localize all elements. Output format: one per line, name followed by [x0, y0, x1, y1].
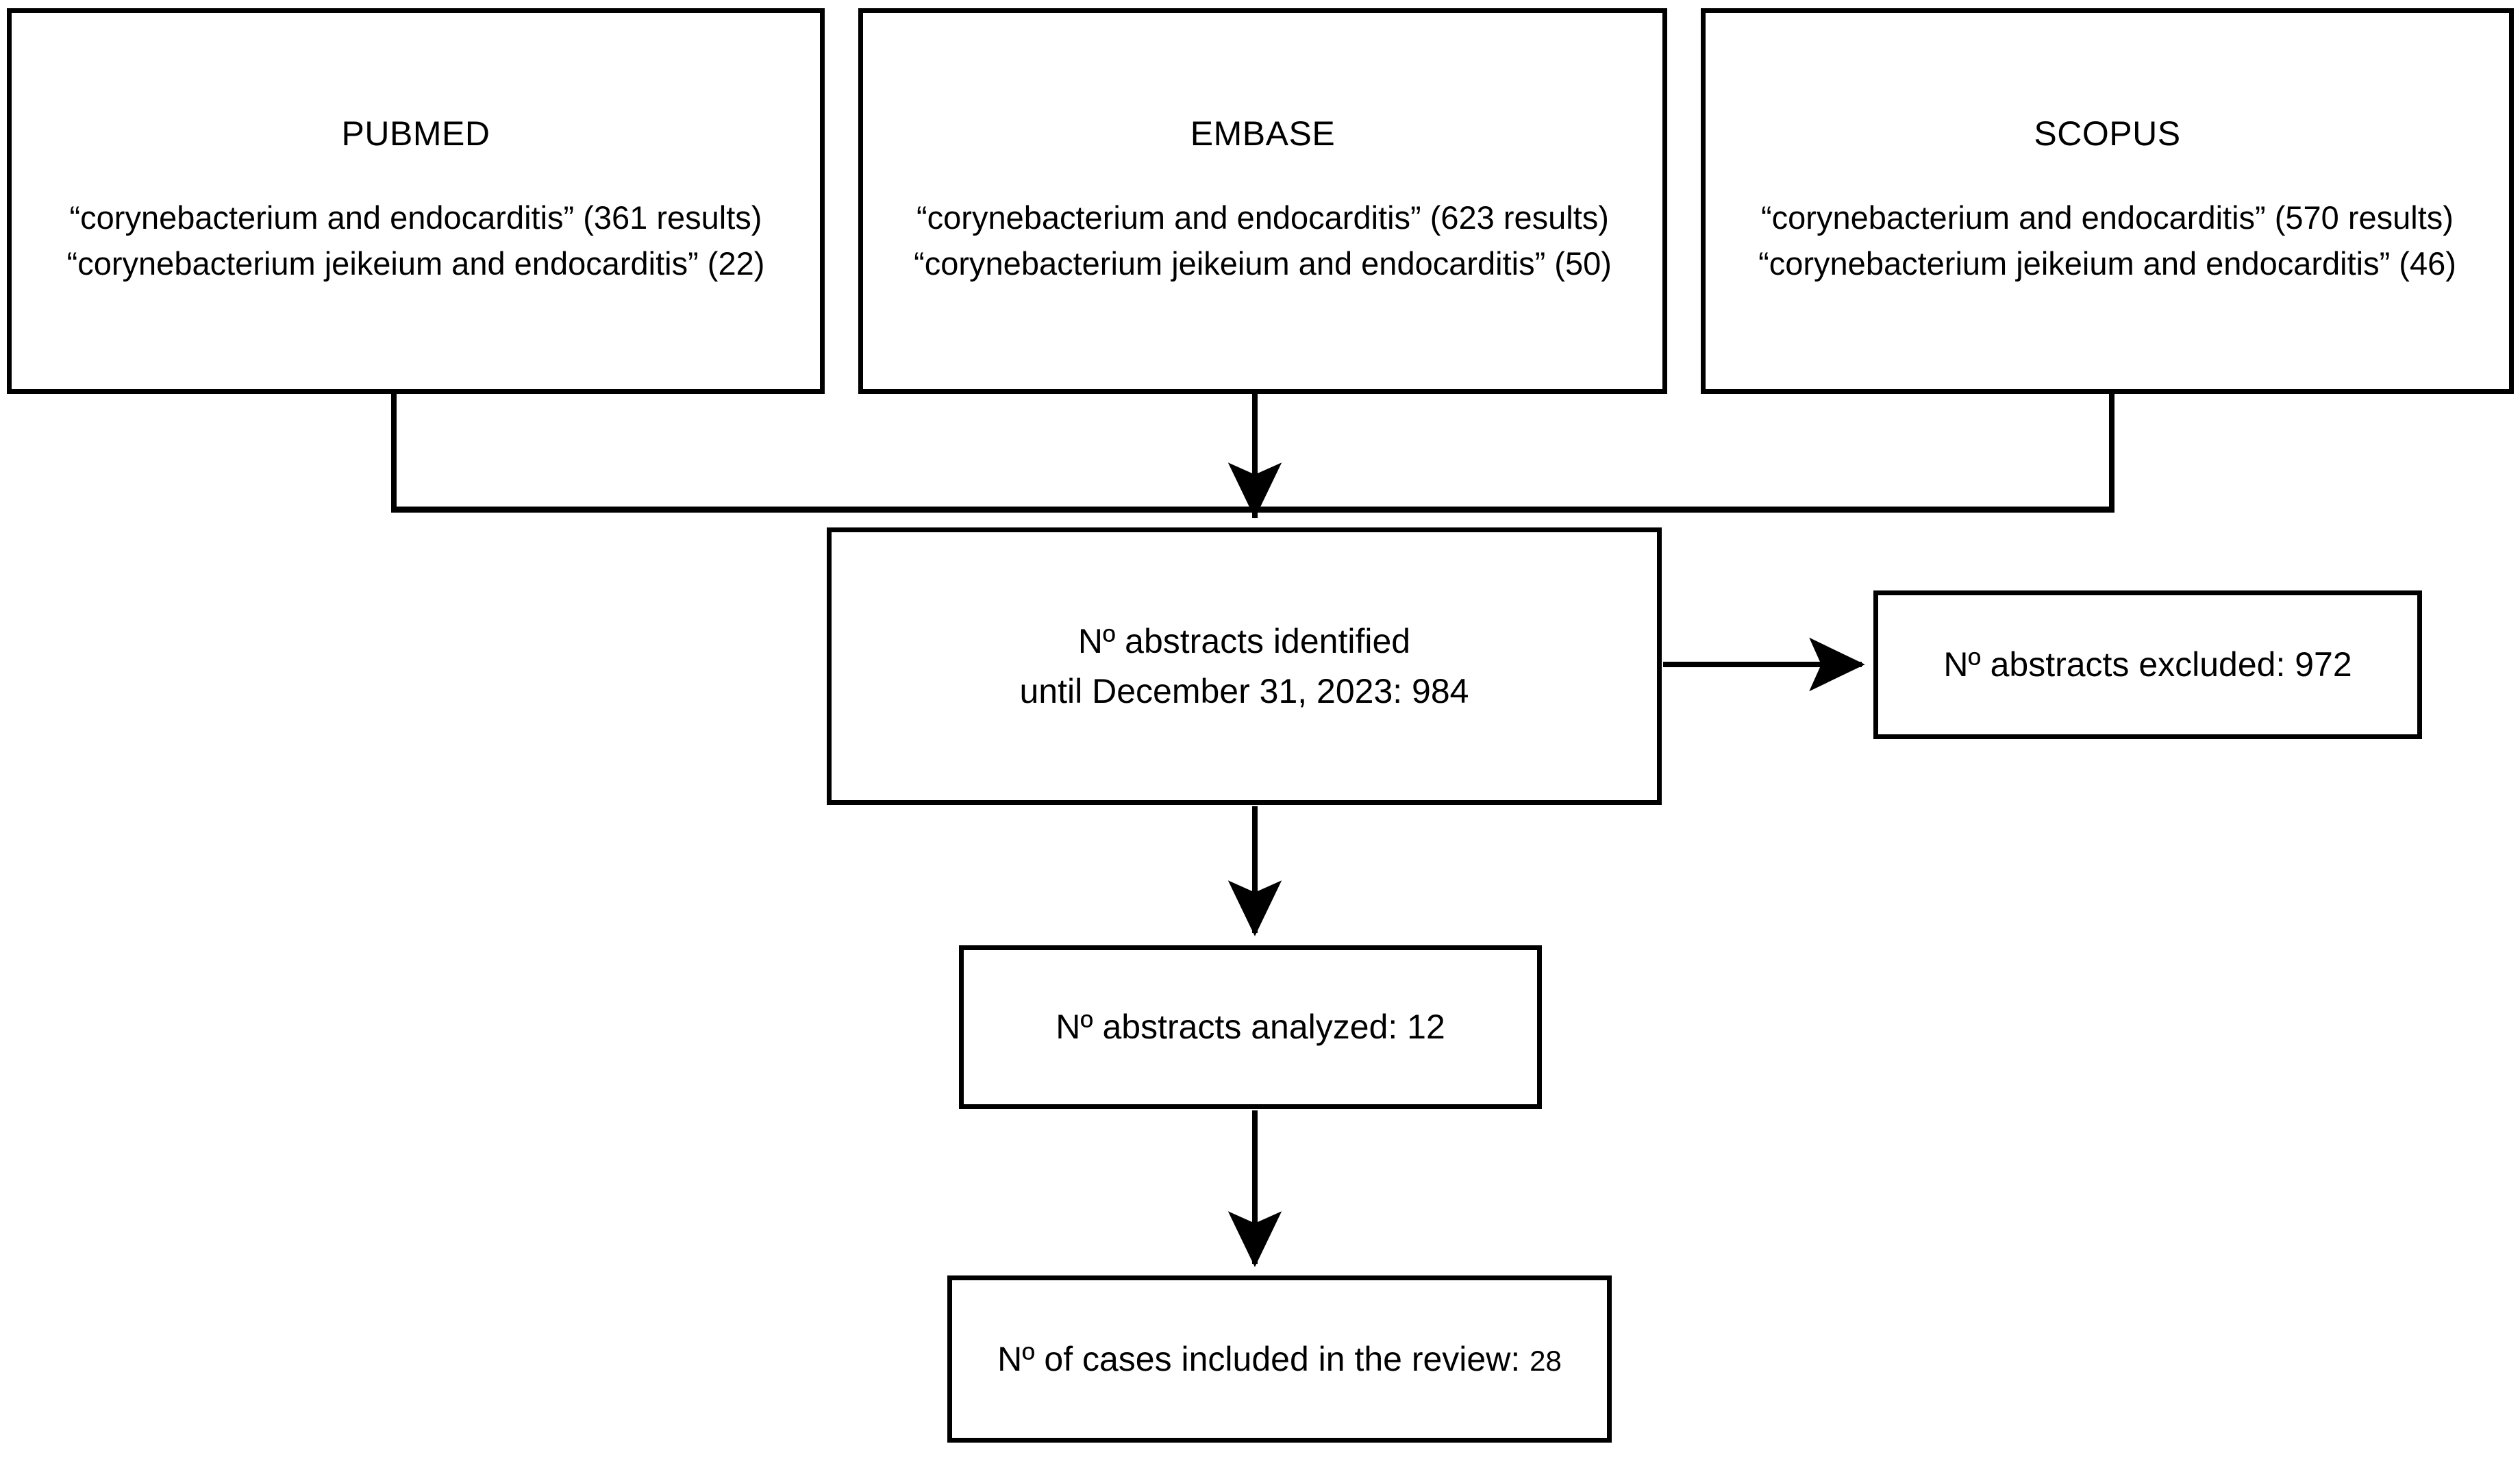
abstracts-identified-box[interactable]: Nº abstracts identified until December 3…: [827, 527, 1662, 805]
cases-included-box[interactable]: Nº of cases included in the review: 28: [947, 1275, 1612, 1443]
source-box-scopus[interactable]: SCOPUS “corynebacterium and endocarditis…: [1701, 8, 2514, 394]
source-query-line: “corynebacterium jeikeium and endocardit…: [914, 245, 1612, 282]
cases-included-label: Nº of cases included in the review:: [997, 1339, 1530, 1378]
source-query-line: “corynebacterium and endocarditis” (623 …: [916, 199, 1609, 236]
source-query-line: “corynebacterium jeikeium and endocardit…: [1758, 245, 2456, 282]
source-box-pubmed[interactable]: PUBMED “corynebacterium and endocarditis…: [7, 8, 825, 394]
source-queries-embase: “corynebacterium and endocarditis” (623 …: [914, 195, 1612, 286]
source-title-pubmed: PUBMED: [341, 114, 490, 153]
cases-included-line: Nº of cases included in the review: 28: [997, 1334, 1562, 1384]
source-query-line: “corynebacterium and endocarditis” (361 …: [69, 199, 762, 236]
abstracts-excluded-label: Nº abstracts excluded: 972: [1943, 645, 2352, 684]
source-queries-scopus: “corynebacterium and endocarditis” (570 …: [1758, 195, 2456, 286]
abstracts-analyzed-text: Nº abstracts analyzed: 12: [1056, 1002, 1445, 1052]
cases-included-text: Nº of cases included in the review: 28: [997, 1334, 1562, 1384]
cases-included-count: 28: [1530, 1344, 1562, 1377]
abstracts-identified-line1: Nº abstracts identified: [1077, 622, 1411, 660]
source-query-line: “corynebacterium and endocarditis” (570 …: [1761, 199, 2454, 236]
abstracts-analyzed-box[interactable]: Nº abstracts analyzed: 12: [959, 945, 1542, 1109]
source-box-embase[interactable]: EMBASE “corynebacterium and endocarditis…: [858, 8, 1667, 394]
abstracts-excluded-box[interactable]: Nº abstracts excluded: 972: [1873, 590, 2422, 739]
abstracts-analyzed-label: Nº abstracts analyzed: 12: [1056, 1008, 1445, 1047]
abstracts-identified-line2: until December 31, 2023: 984: [1019, 671, 1469, 710]
abstracts-excluded-text: Nº abstracts excluded: 972: [1943, 640, 2351, 690]
source-title-scopus: SCOPUS: [2034, 114, 2181, 153]
source-title-embase: EMBASE: [1190, 114, 1336, 153]
source-queries-pubmed: “corynebacterium and endocarditis” (361 …: [67, 195, 765, 286]
source-query-line: “corynebacterium jeikeium and endocardit…: [66, 245, 765, 282]
abstracts-identified-text: Nº abstracts identified until December 3…: [1020, 617, 1469, 716]
